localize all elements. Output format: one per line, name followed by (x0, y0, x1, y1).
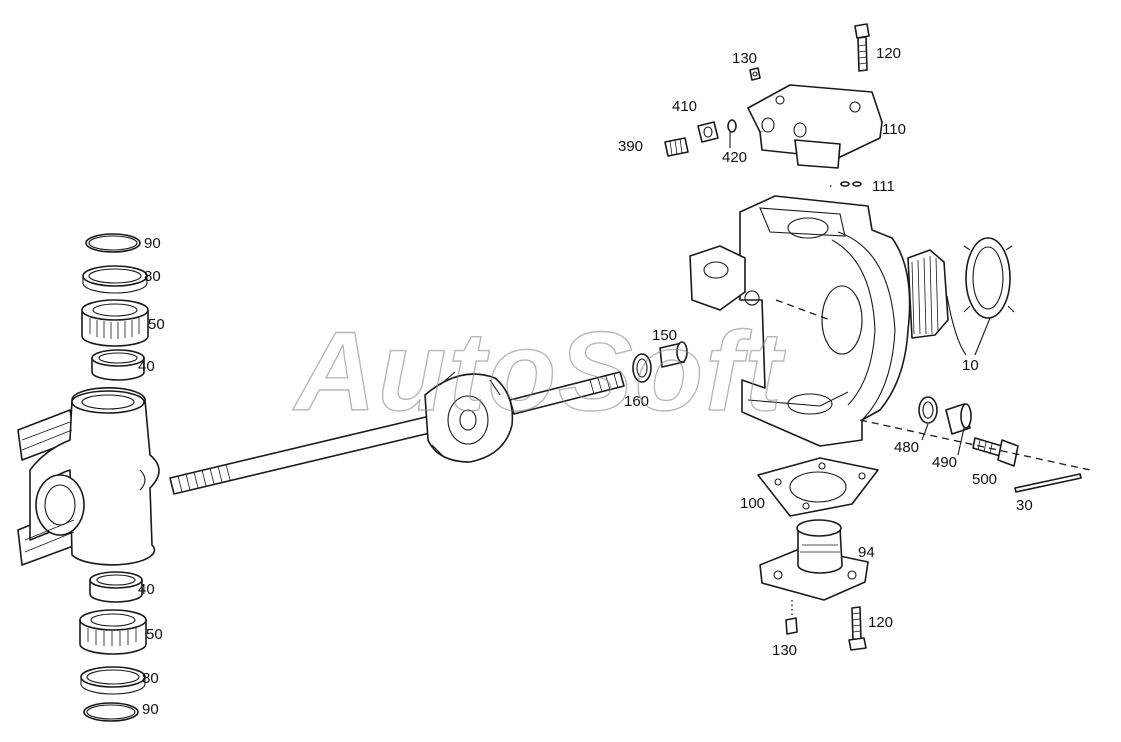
bushing-490 (945, 403, 972, 435)
callout-40-top: 40 (138, 358, 155, 375)
cup-40-top (91, 349, 145, 381)
callout-410: 410 (672, 98, 697, 115)
callout-150: 150 (652, 327, 677, 344)
cap-94 (759, 519, 869, 601)
callout-80-bottom: 80 (142, 670, 159, 687)
cup-40-bottom (89, 571, 143, 603)
nut-10 (963, 237, 1015, 319)
ring-480 (918, 396, 938, 424)
callout-420: 420 (722, 149, 747, 166)
fitting-410 (697, 121, 719, 143)
callout-90-bottom: 90 (142, 701, 159, 718)
o-ring-90-bottom (83, 702, 139, 722)
callout-500: 500 (972, 471, 997, 488)
pins-111 (830, 181, 862, 187)
sleeve-150 (659, 341, 688, 368)
ring-80-top (82, 265, 148, 294)
callout-490: 490 (932, 454, 957, 471)
drive-shaft (169, 371, 625, 495)
callout-94: 94 (858, 544, 875, 561)
callout-10: 10 (962, 357, 979, 374)
callout-120-bottom: 120 (868, 614, 893, 631)
screw-130-bottom (785, 600, 798, 635)
callout-130-bottom: 130 (772, 642, 797, 659)
universal-joint (424, 371, 514, 463)
callout-111: 111 (872, 178, 895, 195)
callout-100: 100 (740, 495, 765, 512)
ring-160 (632, 353, 652, 383)
plug-390 (664, 137, 689, 157)
bolt-500 (972, 437, 1019, 467)
ring-80-bottom (80, 666, 146, 695)
shaft-30 (859, 419, 1091, 493)
callout-30: 30 (1016, 497, 1033, 514)
o-ring-90-top (85, 233, 141, 253)
cap-110 (747, 84, 883, 169)
callout-390: 390 (618, 138, 643, 155)
steering-knuckle (689, 195, 911, 447)
leader-lines (729, 132, 991, 456)
callout-50-top: 50 (148, 316, 165, 333)
callout-90-top: 90 (144, 235, 161, 252)
washer-420 (727, 119, 737, 133)
callout-40-bottom: 40 (138, 581, 155, 598)
bearing-50-bottom (79, 609, 147, 655)
callout-110: 110 (882, 121, 906, 138)
hub-flange (907, 249, 949, 339)
bearing-50-top (81, 299, 149, 347)
bolt-120-top (854, 23, 870, 72)
callout-120-top: 120 (876, 45, 901, 62)
callout-130-top: 130 (732, 50, 757, 67)
callout-50-bottom: 50 (146, 626, 163, 643)
callout-80-top: 80 (144, 268, 161, 285)
axle-housing (17, 387, 160, 566)
callout-480: 480 (894, 439, 919, 456)
bolt-120-bottom (848, 606, 867, 651)
screw-130-top (749, 67, 761, 81)
gasket-100 (757, 457, 879, 517)
watermark: AutoSoft (292, 309, 786, 434)
callout-160: 160 (624, 393, 649, 410)
